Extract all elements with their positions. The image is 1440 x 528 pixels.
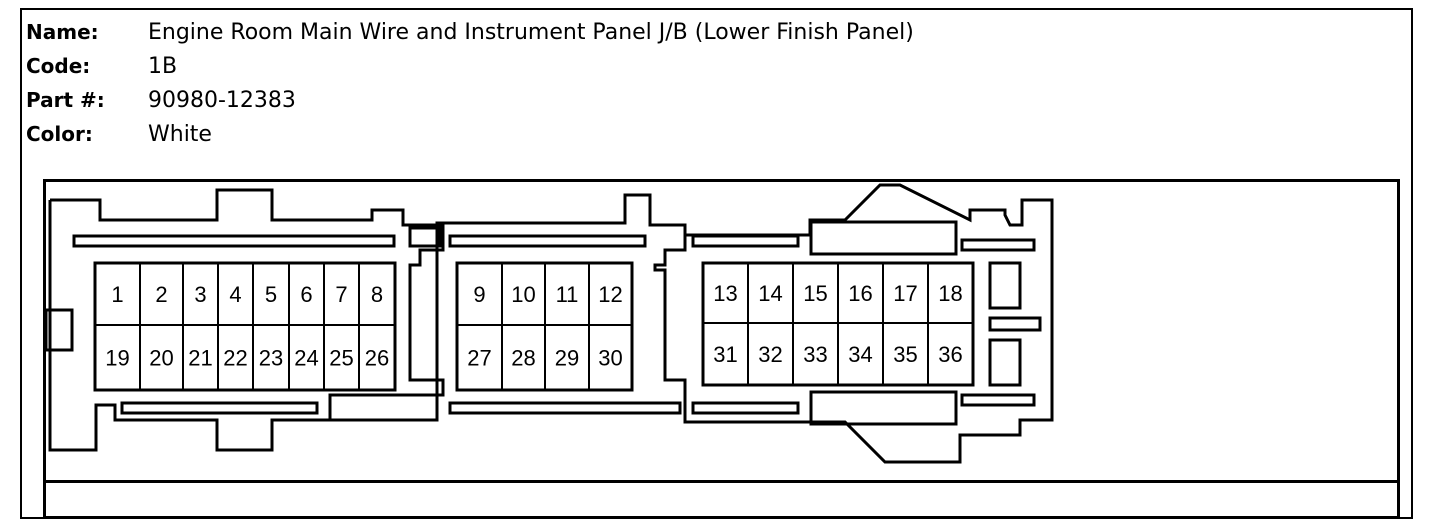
guide-top (988, 261, 1022, 310)
left-tab (44, 308, 74, 352)
pin-number: 24 (294, 345, 318, 370)
color-row: Color: White (26, 122, 1126, 152)
pin-number: 6 (300, 282, 312, 307)
pin-number: 10 (511, 282, 535, 307)
color-label: Color: (26, 122, 93, 146)
name-value: Engine Room Main Wire and Instrument Pan… (148, 20, 914, 45)
pin-number: 9 (473, 282, 485, 307)
pin-number: 31 (713, 342, 737, 367)
bottom-strip (43, 480, 1400, 483)
housing-outline (48, 183, 1054, 464)
pin-number: 33 (803, 342, 827, 367)
pin-number: 34 (848, 342, 872, 367)
pin-number: 15 (803, 281, 827, 306)
pin-number: 22 (223, 345, 247, 370)
pin-number: 4 (229, 282, 241, 307)
pin-cell (927, 322, 974, 386)
connector-housing (44, 183, 1054, 464)
pin-number: 18 (938, 281, 962, 306)
rail-a-top (72, 234, 396, 248)
pin-number: 11 (556, 282, 579, 307)
rail-c-bottom (691, 401, 800, 415)
part-label: Part #: (26, 88, 105, 112)
code-row: Code: 1B (26, 54, 1126, 84)
pin-number: 16 (848, 281, 872, 306)
pin-number: 17 (893, 281, 917, 306)
pin-number: 35 (893, 342, 917, 367)
part-row: Part #: 90980-12383 (26, 88, 1126, 118)
rail-d-top (960, 238, 1036, 252)
pin-number: 32 (758, 342, 782, 367)
pin-number: 14 (758, 281, 782, 306)
pin-number: 26 (365, 345, 389, 370)
pin-number: 29 (555, 345, 579, 370)
guide-bottom (988, 338, 1022, 387)
rail-b-top (448, 234, 647, 248)
pin-number: 28 (511, 345, 535, 370)
rail-a-bottom (120, 401, 319, 415)
pin-number: 7 (335, 282, 347, 307)
pin-number: 25 (329, 345, 353, 370)
pin-number: 36 (938, 342, 962, 367)
part-value: 90980-12383 (148, 88, 296, 113)
pin-number: 27 (467, 345, 491, 370)
pin-number: 19 (105, 345, 129, 370)
pin-number: 23 (259, 345, 283, 370)
pin-number: 30 (598, 345, 622, 370)
pin-number: 3 (194, 282, 206, 307)
rail-c-top (691, 234, 800, 248)
pin-number: 20 (149, 345, 173, 370)
pin-number: 5 (265, 282, 277, 307)
pin-number: 13 (713, 281, 737, 306)
code-label: Code: (26, 54, 91, 78)
rail-d-bottom (960, 393, 1036, 407)
key-notch (408, 226, 442, 248)
pin-number: 2 (155, 282, 167, 307)
pin-number: 8 (371, 282, 383, 307)
name-row: Name: Engine Room Main Wire and Instrume… (26, 20, 1126, 50)
latch-bottom (809, 390, 958, 426)
pin-number: 21 (188, 345, 212, 370)
pin-number: 12 (598, 282, 622, 307)
pin-number: 1 (111, 282, 123, 307)
pin-cell (358, 324, 396, 391)
guide-mid (988, 316, 1042, 332)
name-label: Name: (26, 20, 99, 44)
rail-b-bottom (448, 401, 682, 415)
pin-cell (588, 324, 633, 391)
code-value: 1B (148, 54, 178, 79)
latch-top (809, 220, 958, 256)
color-value: White (148, 122, 212, 147)
